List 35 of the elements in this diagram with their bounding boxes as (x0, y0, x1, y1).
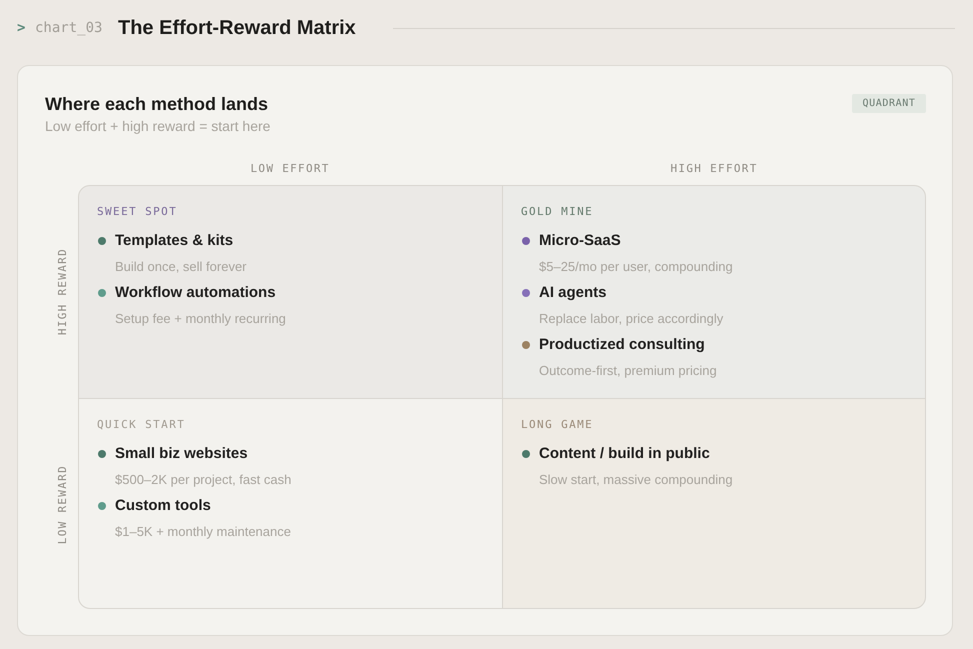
item-title: Productized consulting (539, 335, 705, 355)
item-description: Outcome-first, premium pricing (539, 363, 717, 379)
prompt-symbol: > (17, 20, 26, 36)
quadrant-label: QUICK START (97, 418, 186, 431)
card-panel (17, 65, 953, 636)
page-title: The Effort-Reward Matrix (118, 17, 356, 39)
axis-label: LOW REWARD (56, 464, 69, 544)
card-heading: Where each method lands (45, 93, 268, 115)
item-description: Slow start, massive compounding (539, 472, 733, 488)
item-description: Setup fee + monthly recurring (115, 311, 286, 327)
quadrant-panel (502, 185, 926, 399)
chart-number: chart_03 (35, 20, 102, 36)
item-title: Templates & kits (115, 231, 234, 251)
axis-label: HIGH EFFORT (670, 162, 758, 175)
quadrant-panel (78, 185, 503, 399)
card-subtitle: Low effort + high reward = start here (45, 117, 270, 135)
item-title: Workflow automations (115, 283, 276, 303)
item-description: $500–2K per project, fast cash (115, 472, 292, 488)
quadrant-label: SWEET SPOT (97, 205, 178, 218)
item-title: Content / build in public (539, 444, 710, 464)
quadrant-panel (78, 398, 503, 609)
item-title: Micro-SaaS (539, 231, 621, 251)
quadrant-panel (502, 398, 926, 609)
item-description: $5–25/mo per user, compounding (539, 259, 733, 275)
item-title: AI agents (539, 283, 607, 303)
axis-label: HIGH REWARD (56, 248, 69, 335)
item-description: Replace labor, price accordingly (539, 311, 724, 327)
axis-label: LOW EFFORT (250, 162, 330, 175)
item-title: Custom tools (115, 496, 211, 516)
quadrant-label: GOLD MINE (521, 205, 594, 218)
item-title: Small biz websites (115, 444, 248, 464)
chart-type-tag: QUADRANT (852, 94, 926, 113)
quadrant-label: LONG GAME (521, 418, 594, 431)
item-description: Build once, sell forever (115, 259, 247, 275)
item-description: $1–5K + monthly maintenance (115, 524, 291, 540)
